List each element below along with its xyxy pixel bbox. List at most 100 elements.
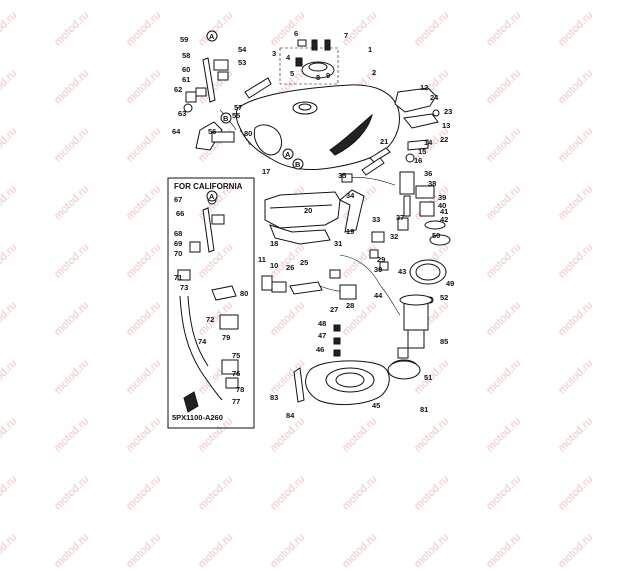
callout-main-80: 80 <box>244 129 252 138</box>
callout-main-59: 59 <box>180 35 188 44</box>
watermark-text: motod.ru <box>0 531 20 571</box>
callout-main-58: 58 <box>182 51 190 60</box>
callout-main-2: 2 <box>372 68 376 77</box>
watermark-text: motod.ru <box>196 531 236 571</box>
marker-a-top: A <box>209 32 215 41</box>
callout-california-76: 76 <box>232 369 240 378</box>
diagram-code: 5PX1100-A260 <box>172 413 223 422</box>
watermark-text: motod.ru <box>124 531 164 571</box>
callout-main-17: 17 <box>262 167 270 176</box>
callout-main-3: 3 <box>272 49 276 58</box>
callout-california-73: 73 <box>180 283 188 292</box>
callout-main-62: 62 <box>174 85 182 94</box>
tank-side-emblem <box>329 113 373 156</box>
vent-hose-left <box>202 57 216 103</box>
callout-main-54: 54 <box>238 45 247 54</box>
callout-main-56: 56 <box>208 127 216 136</box>
callout-main-21: 21 <box>380 137 388 146</box>
watermark-text: motod.ru <box>52 473 92 513</box>
callout-main-84: 84 <box>286 411 295 420</box>
watermark-text: motod.ru <box>0 473 20 513</box>
callout-main-49: 49 <box>446 279 454 288</box>
callout-main-35: 35 <box>338 171 346 180</box>
arrow-front-icon <box>183 391 199 413</box>
fuel-tank-exploded-view: FOR CALIFORNIA <box>167 29 454 429</box>
marker-b-tank: B <box>295 160 301 169</box>
tank-bottom-pad <box>264 191 341 229</box>
callout-main-1: 1 <box>368 45 372 54</box>
callout-main-50: 50 <box>432 231 440 240</box>
callout-main-28: 28 <box>346 301 354 310</box>
callout-main-55: 55 <box>232 111 240 120</box>
callout-main-27: 27 <box>330 305 338 314</box>
callout-main-40: 40 <box>438 201 446 210</box>
watermark-text: motod.ru <box>268 473 308 513</box>
callout-main-16: 16 <box>414 156 422 165</box>
callout-california-79: 79 <box>222 333 230 342</box>
marker-a-inset: A <box>209 192 215 201</box>
callout-main-85: 85 <box>440 337 448 346</box>
watermark-text: motod.ru <box>124 473 164 513</box>
callout-california-69: 69 <box>174 239 182 248</box>
cap-dashed-group <box>279 47 339 85</box>
watermark-text: motod.ru <box>484 473 524 513</box>
callout-main-63: 63 <box>178 109 186 118</box>
callout-main-81: 81 <box>420 405 428 414</box>
watermark-text: motod.ru <box>412 473 452 513</box>
watermark-text: motod.ru <box>556 473 596 513</box>
parts-diagram: motod.ru motod.ru motod.ru motod.ru motod.ru… <box>0 9 595 570</box>
callout-california-68: 68 <box>174 229 182 238</box>
callout-main-45: 45 <box>372 401 380 410</box>
callout-california-66: 66 <box>176 209 184 218</box>
watermark-text: motod.ru <box>340 531 380 571</box>
callout-california-72: 72 <box>206 315 214 324</box>
callout-main-52: 52 <box>440 293 448 302</box>
callout-main-13: 13 <box>442 121 450 130</box>
marker-b-left: B <box>223 114 229 123</box>
tank-rear-bracket <box>394 87 437 113</box>
callout-main-6: 6 <box>294 29 298 38</box>
callout-main-18: 18 <box>270 239 278 248</box>
callout-california-75: 75 <box>232 351 240 360</box>
callout-main-48: 48 <box>318 319 326 328</box>
callout-main-83: 83 <box>270 393 278 402</box>
callout-california-67: 67 <box>174 195 182 204</box>
callout-main-23: 23 <box>444 107 452 116</box>
callout-main-32: 32 <box>390 232 398 241</box>
callout-main-29: 29 <box>377 255 385 264</box>
tank-side-trim-left <box>244 77 272 99</box>
tank-front-knee-pad <box>253 124 283 156</box>
callout-main-38: 38 <box>428 179 436 188</box>
watermark-text: motod.ru <box>196 473 236 513</box>
callout-main-46: 46 <box>316 345 324 354</box>
callout-main-25: 25 <box>300 258 308 267</box>
callout-main-14: 14 <box>424 138 433 147</box>
callout-main-7: 7 <box>344 31 348 40</box>
callout-main-26: 26 <box>286 263 294 272</box>
callout-main-61: 61 <box>182 75 190 84</box>
california-box-title: FOR CALIFORNIA <box>174 182 243 191</box>
callout-main-43: 43 <box>398 267 406 276</box>
callout-main-12: 12 <box>420 83 428 92</box>
callout-main-8: 8 <box>316 73 320 82</box>
callout-main-9: 9 <box>326 71 330 80</box>
pump-seal-ring <box>387 360 421 380</box>
callout-main-47: 47 <box>318 331 326 340</box>
callout-main-20: 20 <box>304 206 312 215</box>
callout-main-57: 57 <box>234 103 242 112</box>
callout-main-51: 51 <box>424 373 432 382</box>
watermark-text: motod.ru <box>556 531 596 571</box>
callout-main-44: 44 <box>374 291 383 300</box>
callout-main-34: 34 <box>346 191 355 200</box>
callout-main-64: 64 <box>172 127 181 136</box>
fuel-pump-body <box>399 171 415 195</box>
watermark-text: motod.ru <box>268 531 308 571</box>
callout-main-53: 53 <box>238 58 246 67</box>
callout-main-33: 33 <box>372 215 380 224</box>
callout-california-78: 78 <box>236 385 244 394</box>
callout-main-4: 4 <box>286 53 291 62</box>
callout-main-30: 30 <box>374 265 382 274</box>
watermark-text: motod.ru <box>52 531 92 571</box>
california-inset-box <box>167 177 255 429</box>
callout-main-15: 15 <box>418 147 426 156</box>
